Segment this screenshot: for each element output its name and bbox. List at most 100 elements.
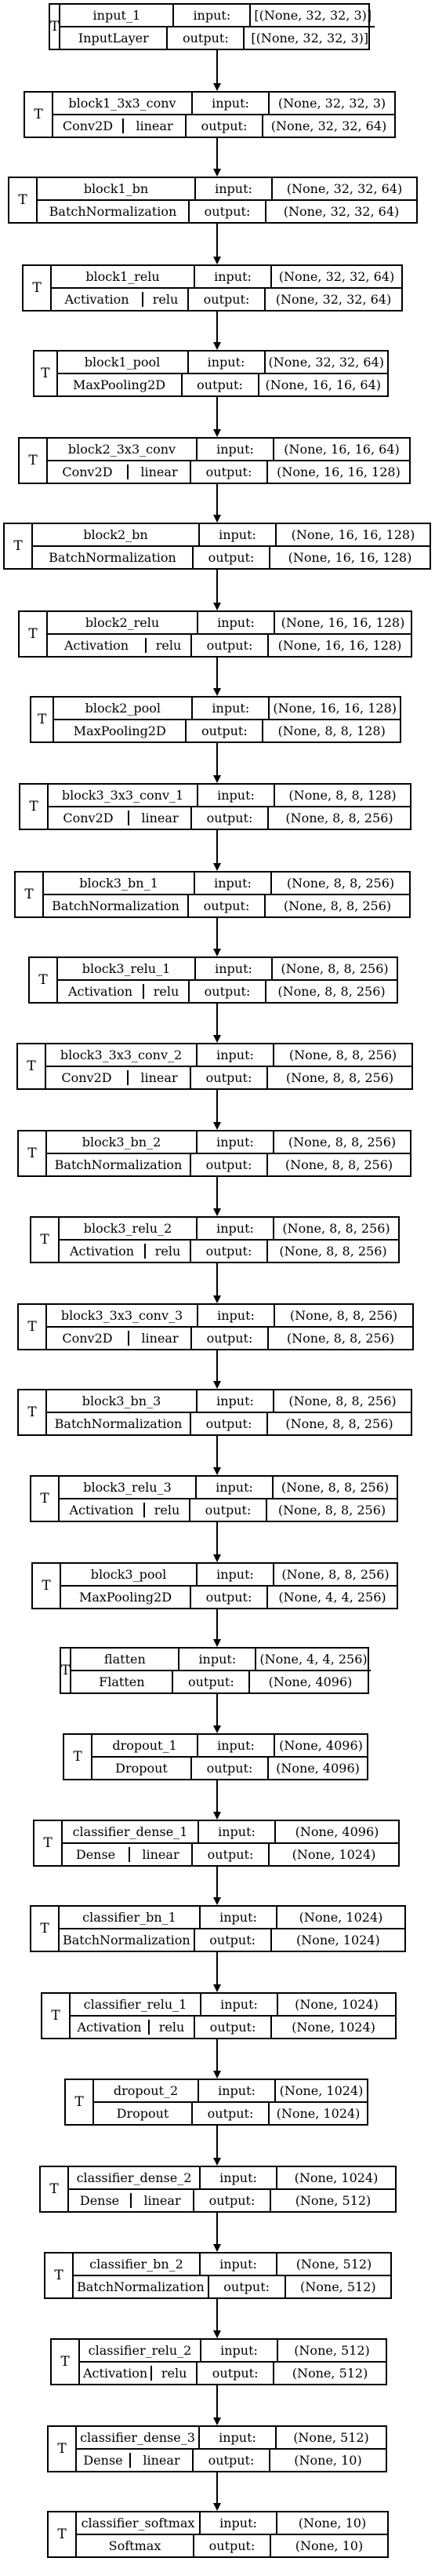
layer-activation: linear xyxy=(128,1331,190,1346)
input-shape: (None, 10) xyxy=(276,2512,387,2534)
input-label: input: xyxy=(196,1218,273,1239)
arrowhead-icon xyxy=(213,2330,221,2338)
arrowhead-icon xyxy=(213,1122,221,1130)
layer-class: Softmax xyxy=(108,2538,161,2553)
layer-class: Activation xyxy=(83,2366,148,2381)
layer-class: Dense xyxy=(79,2193,120,2208)
input-shape: (None, 32, 32, 64) xyxy=(270,266,401,287)
output-label: output: xyxy=(188,981,265,1002)
layer-name: dropout_1 xyxy=(112,1738,177,1753)
input-label: input: xyxy=(196,439,273,460)
input-shape: (None, 4096) xyxy=(274,1735,367,1756)
layer-class: Activation xyxy=(63,638,129,653)
output-shape: (None, 8, 8, 256) xyxy=(266,1241,398,1262)
layer-name: classifier_dense_3 xyxy=(80,2430,195,2445)
input-shape: (None, 8, 8, 256) xyxy=(273,1131,410,1153)
layer-class: BatchNormalization xyxy=(49,550,176,565)
input-label: input: xyxy=(197,1305,274,1326)
output-label: output: xyxy=(192,547,269,568)
output-label: output: xyxy=(190,1328,267,1349)
output-shape: [(None, 32, 32, 3)] xyxy=(243,27,375,49)
arrowhead-icon xyxy=(213,1035,221,1043)
input-shape: (None, 512) xyxy=(277,2340,386,2361)
layer-name: block2_pool xyxy=(85,701,161,716)
arrowhead-icon xyxy=(213,2158,221,2166)
layer-class: Conv2D xyxy=(62,465,113,479)
input-label: input: xyxy=(194,178,271,199)
layer-name: block3_3x3_conv_1 xyxy=(61,788,184,803)
arrowhead-icon xyxy=(213,1897,221,1905)
layer-class: Conv2D xyxy=(62,118,114,133)
input-label: input: xyxy=(200,1994,277,2015)
output-label: output: xyxy=(193,1929,270,1951)
output-shape: (None, 8, 8, 128) xyxy=(262,720,400,741)
output-shape: (None, 32, 32, 64) xyxy=(262,115,394,137)
type-marker: T xyxy=(19,1390,47,1434)
output-shape: (None, 10) xyxy=(270,2535,387,2556)
layer-activation: linear xyxy=(127,1070,190,1085)
input-label: input: xyxy=(200,2340,277,2361)
layer-name: block3_bn_3 xyxy=(82,1394,161,1408)
layer-name: classifier_dense_2 xyxy=(76,2170,192,2185)
input-shape: (None, 8, 8, 256) xyxy=(270,873,409,894)
arrowhead-icon xyxy=(213,949,221,956)
layer-class: BatchNormalization xyxy=(54,1416,183,1431)
layer-class: MaxPooling2D xyxy=(78,1590,172,1605)
type-marker: T xyxy=(45,2254,74,2297)
output-shape: (None, 512) xyxy=(273,2363,386,2384)
layer-class: Dropout xyxy=(116,2106,169,2121)
output-shape: (None, 16, 16, 128) xyxy=(269,547,430,568)
layer-activation: relu xyxy=(148,2020,194,2035)
output-shape: (None, 1024) xyxy=(268,1844,398,1865)
layer-activation: relu xyxy=(142,292,187,307)
type-marker: T xyxy=(31,1907,60,1951)
arrowhead-icon xyxy=(213,2503,221,2511)
layer-class: Activation xyxy=(77,2020,142,2035)
input-shape: (None, 32, 32, 64) xyxy=(271,178,416,199)
output-shape: (None, 32, 32, 64) xyxy=(264,289,401,310)
output-shape: (None, 1024) xyxy=(270,1929,404,1951)
layer-class-cell: BatchNormalization xyxy=(60,1929,194,1951)
type-marker: T xyxy=(19,1131,47,1175)
layer-class: BatchNormalization xyxy=(63,1933,190,1947)
output-shape: (None, 512) xyxy=(270,2190,395,2211)
